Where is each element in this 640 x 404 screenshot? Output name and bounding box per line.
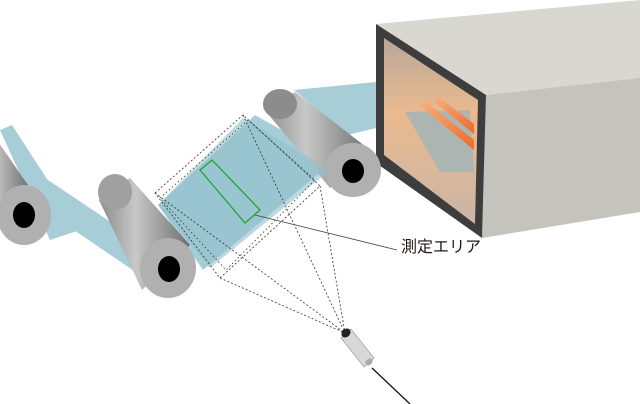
roller-3 (263, 89, 381, 197)
leader-line (254, 214, 398, 251)
camera-field-of-view (154, 114, 346, 334)
heater-rod (432, 98, 474, 134)
measurement-area-label: 測定エリア (401, 237, 482, 256)
camera-sensor (340, 328, 411, 404)
heater-rod (418, 102, 474, 150)
roller-2 (98, 174, 196, 298)
measurement-area (199, 159, 261, 224)
roller-1 (0, 144, 51, 245)
oven-box (376, 0, 640, 238)
camera-cable (371, 367, 411, 404)
